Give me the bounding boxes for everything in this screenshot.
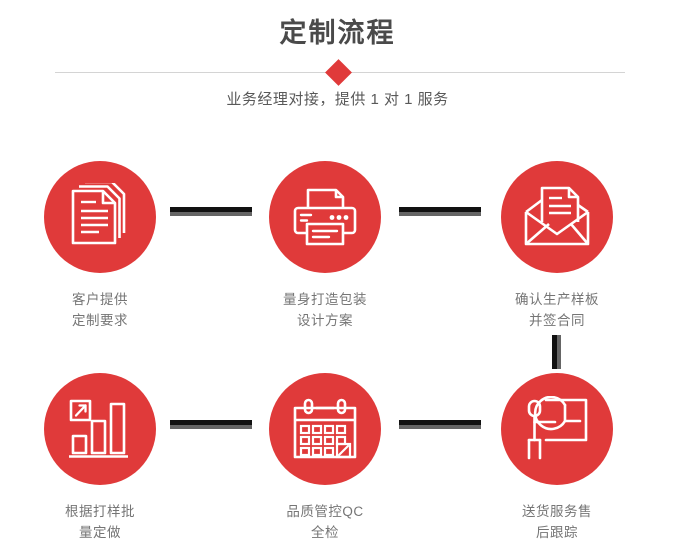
- connector-step4-step5: [170, 420, 252, 429]
- header: 定制流程 业务经理对接，提供 1 对 1 服务: [0, 0, 675, 125]
- presenter-pie-chart-icon: [527, 396, 588, 460]
- calendar-icon: [293, 398, 357, 459]
- envelope-document-icon: [524, 186, 590, 246]
- step-4-circle[interactable]: [44, 373, 156, 485]
- page-title: 定制流程: [279, 18, 396, 48]
- connector-step1-step2: [170, 207, 252, 216]
- connector-bar-light: [557, 335, 561, 369]
- connector-step3-step6: [552, 335, 561, 369]
- printer-icon: [293, 188, 357, 246]
- step-1-label: 客户提供 定制要求: [72, 292, 128, 328]
- step-2-label: 量身打造包装 设计方案: [283, 292, 367, 328]
- connector-step2-step3: [399, 207, 481, 216]
- connector-step5-step6: [399, 420, 481, 429]
- connector-bar-dark: [170, 420, 252, 425]
- step-6-circle[interactable]: [501, 373, 613, 485]
- step-3-circle[interactable]: [501, 161, 613, 273]
- step-5-circle[interactable]: [269, 373, 381, 485]
- step-5-label: 品质管控QC 全检: [286, 504, 364, 540]
- connector-bar-light: [399, 425, 481, 429]
- connector-bar-light: [399, 212, 481, 216]
- page-subtitle: 业务经理对接，提供 1 对 1 服务: [226, 91, 449, 108]
- connector-bar-dark: [170, 207, 252, 212]
- connector-bar-light: [170, 212, 252, 216]
- flow-step-1[interactable]: 客户提供 定制要求: [15, 161, 185, 331]
- flow-step-6[interactable]: 送货服务售 后跟踪: [472, 373, 642, 543]
- step-3-label: 确认生产样板 并签合同: [515, 292, 599, 328]
- step-4-label: 根据打样批 量定做: [65, 504, 135, 540]
- connector-bar-dark: [399, 207, 481, 212]
- step-2-circle[interactable]: [269, 161, 381, 273]
- title-divider: [0, 59, 675, 86]
- step-1-circle[interactable]: [44, 161, 156, 273]
- connector-bar-light: [170, 425, 252, 429]
- flow-step-3[interactable]: 确认生产样板 并签合同: [472, 161, 642, 331]
- flow-step-5[interactable]: 品质管控QC 全检: [240, 373, 410, 543]
- flow-step-2[interactable]: 量身打造包装 设计方案: [240, 161, 410, 331]
- documents-stack-icon: [71, 183, 126, 245]
- flow-step-4[interactable]: 根据打样批 量定做: [15, 373, 185, 543]
- connector-bar-dark: [399, 420, 481, 425]
- step-6-label: 送货服务售 后跟踪: [522, 504, 592, 540]
- connector-bar-dark: [552, 335, 557, 369]
- bar-chart-growth-icon: [69, 399, 128, 458]
